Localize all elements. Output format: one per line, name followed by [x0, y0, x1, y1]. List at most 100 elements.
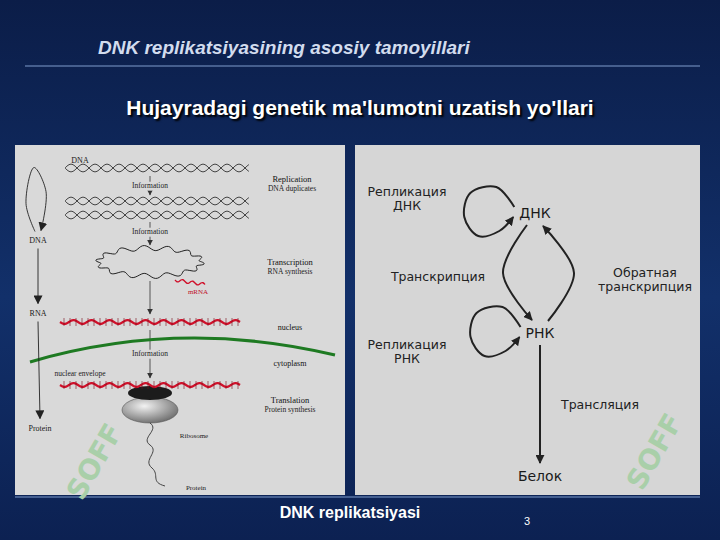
mrna-strand [60, 383, 240, 387]
base-tick [106, 381, 107, 389]
base-tick [94, 318, 95, 326]
footer-rule [15, 497, 700, 498]
base-tick [178, 381, 179, 389]
base-tick [112, 381, 113, 389]
base-tick [124, 381, 125, 389]
base-tick [160, 381, 161, 389]
term-text: DNA [29, 236, 46, 245]
base-tick [220, 381, 221, 389]
base-tick [118, 381, 119, 389]
base-tick [124, 318, 125, 326]
base-tick [202, 318, 203, 326]
flow-arrow [539, 345, 541, 463]
base-tick [184, 318, 185, 326]
base-tick [232, 318, 233, 326]
dna-strand [65, 197, 249, 205]
base-tick [100, 318, 101, 326]
flow-arrow [26, 167, 46, 231]
base-tick [238, 318, 239, 326]
dna-strand [65, 211, 249, 219]
base-tick [202, 381, 203, 389]
edge-label: Репликация ДНК [360, 185, 455, 214]
mrna-tail [175, 280, 205, 285]
dna-strand [65, 164, 249, 172]
base-tick [190, 381, 191, 389]
term-node: DNA [26, 234, 49, 247]
base-tick [106, 318, 107, 326]
base-tick [214, 318, 215, 326]
flow-arrow [470, 306, 520, 356]
term-text: RNA [30, 309, 47, 318]
term-node: Белок [515, 466, 565, 486]
base-tick [178, 318, 179, 326]
edge-label: Транскрипция [391, 270, 485, 284]
slide-title: DNK replikatsiyasining asosiy tamoyillar… [98, 37, 470, 59]
info-label: Information [130, 350, 170, 359]
step-note: RNA synthesis [268, 268, 313, 277]
base-tick [160, 318, 161, 326]
base-tick [220, 318, 221, 326]
step-label: Translation [271, 396, 309, 406]
base-tick [148, 318, 149, 326]
term-node: RNA [27, 307, 50, 320]
dna-strand [65, 197, 249, 205]
dna-strand [65, 164, 249, 172]
edge-label: Обратная транскрипция [591, 266, 699, 295]
base-tick [130, 381, 131, 389]
nuclear-envelope [30, 338, 335, 362]
base-tick [118, 318, 119, 326]
ribosome-large [122, 397, 178, 423]
edge-label: Репликация РНК [360, 338, 455, 367]
slide-subtitle: Hujayradagi genetik ma'lumotni uzatish y… [80, 96, 640, 120]
term-text: Protein [28, 424, 51, 433]
base-tick [142, 318, 143, 326]
dna-strand [65, 211, 249, 219]
base-tick [172, 381, 173, 389]
base-tick [166, 318, 167, 326]
info-arrow [150, 281, 151, 314]
page-number: 3 [524, 515, 530, 528]
base-tick [70, 318, 71, 326]
base-tick [112, 318, 113, 326]
base-tick [100, 381, 101, 389]
base-tick [82, 381, 83, 389]
base-tick [226, 318, 227, 326]
base-tick [70, 381, 71, 389]
edge-label: Трансляция [561, 398, 639, 412]
base-tick [76, 318, 77, 326]
base-tick [130, 318, 131, 326]
base-tick [136, 381, 137, 389]
base-tick [172, 318, 173, 326]
term-text: РНК [526, 325, 555, 341]
rna-loop [96, 246, 204, 279]
compartment-label: nucleus [278, 323, 302, 332]
base-tick [82, 318, 83, 326]
flow-arrow [38, 322, 40, 419]
step-note: Protein synthesis [264, 406, 315, 415]
base-tick [196, 318, 197, 326]
base-tick [238, 381, 239, 389]
base-tick [154, 381, 155, 389]
base-tick [88, 318, 89, 326]
part-label: Protein [186, 484, 206, 492]
envelope-label: nuclear envelope [54, 370, 105, 379]
base-tick [226, 381, 227, 389]
mrna-strand [60, 320, 240, 324]
term-node: Protein [25, 422, 54, 435]
flow-arrow [464, 186, 514, 236]
base-tick [190, 318, 191, 326]
base-tick [166, 381, 167, 389]
step-label: Replication [272, 175, 311, 185]
compartment-label: cytoplasm [274, 359, 307, 368]
info-label: Information [130, 182, 170, 191]
base-tick [154, 318, 155, 326]
base-tick [208, 381, 209, 389]
strand-label: DNA [71, 156, 88, 165]
base-tick [208, 318, 209, 326]
term-node: РНК [523, 323, 558, 343]
base-tick [64, 381, 65, 389]
flow-arrow [503, 225, 532, 320]
title-rule [25, 66, 700, 67]
base-tick [136, 318, 137, 326]
base-tick [232, 381, 233, 389]
